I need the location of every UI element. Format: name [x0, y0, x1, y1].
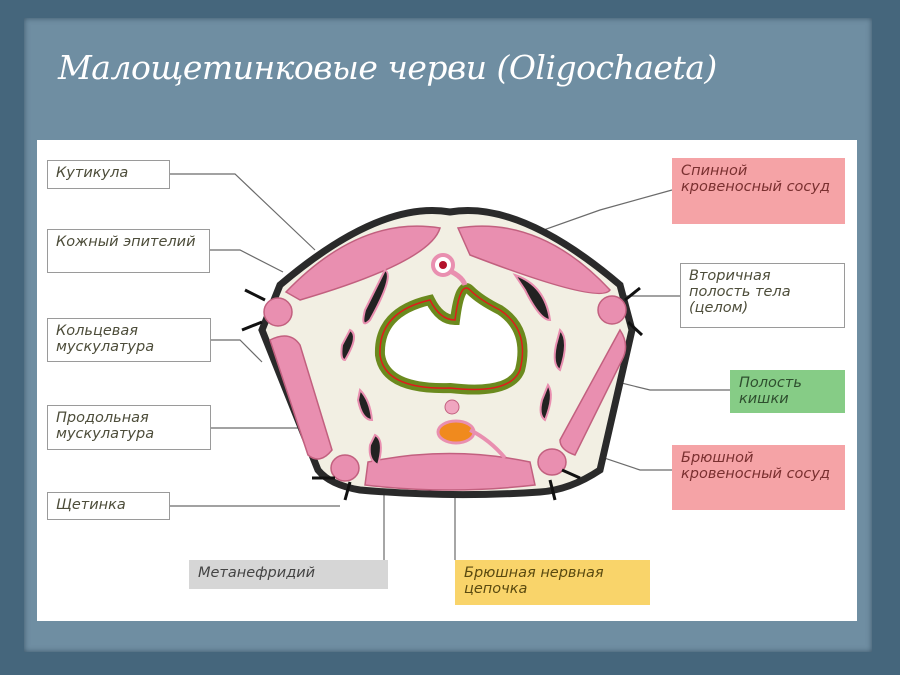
label-dorsal-vessel: Спинной кровеносный сосуд — [672, 158, 845, 224]
label-ventral-vessel: Брюшной кровеносный сосуд — [672, 445, 845, 510]
label-coelom: Вторичная полость тела (целом) — [680, 263, 845, 328]
label-seta: Щетинка — [47, 492, 170, 520]
label-circular-muscles: Кольцевая мускулатура — [47, 318, 211, 362]
slide-title: Малощетинковые черви (Oligochaeta) — [58, 48, 717, 87]
ventral-vessel — [444, 399, 460, 415]
label-ventral-nerve-cord: Брюшная нервная цепочка — [455, 560, 650, 605]
label-gut-cavity: Полость кишки — [730, 370, 845, 413]
ventral-nerve-cord — [436, 419, 476, 445]
muscle-bands — [263, 225, 627, 491]
label-skin-epithelium: Кожный эпителий — [47, 229, 210, 273]
metanephridia — [340, 268, 566, 467]
label-metanephridium: Метанефридий — [189, 560, 388, 589]
label-longitudinal-muscles: Продольная мускулатура — [47, 405, 211, 450]
setae — [241, 286, 644, 501]
label-cuticle: Кутикула — [47, 160, 170, 189]
